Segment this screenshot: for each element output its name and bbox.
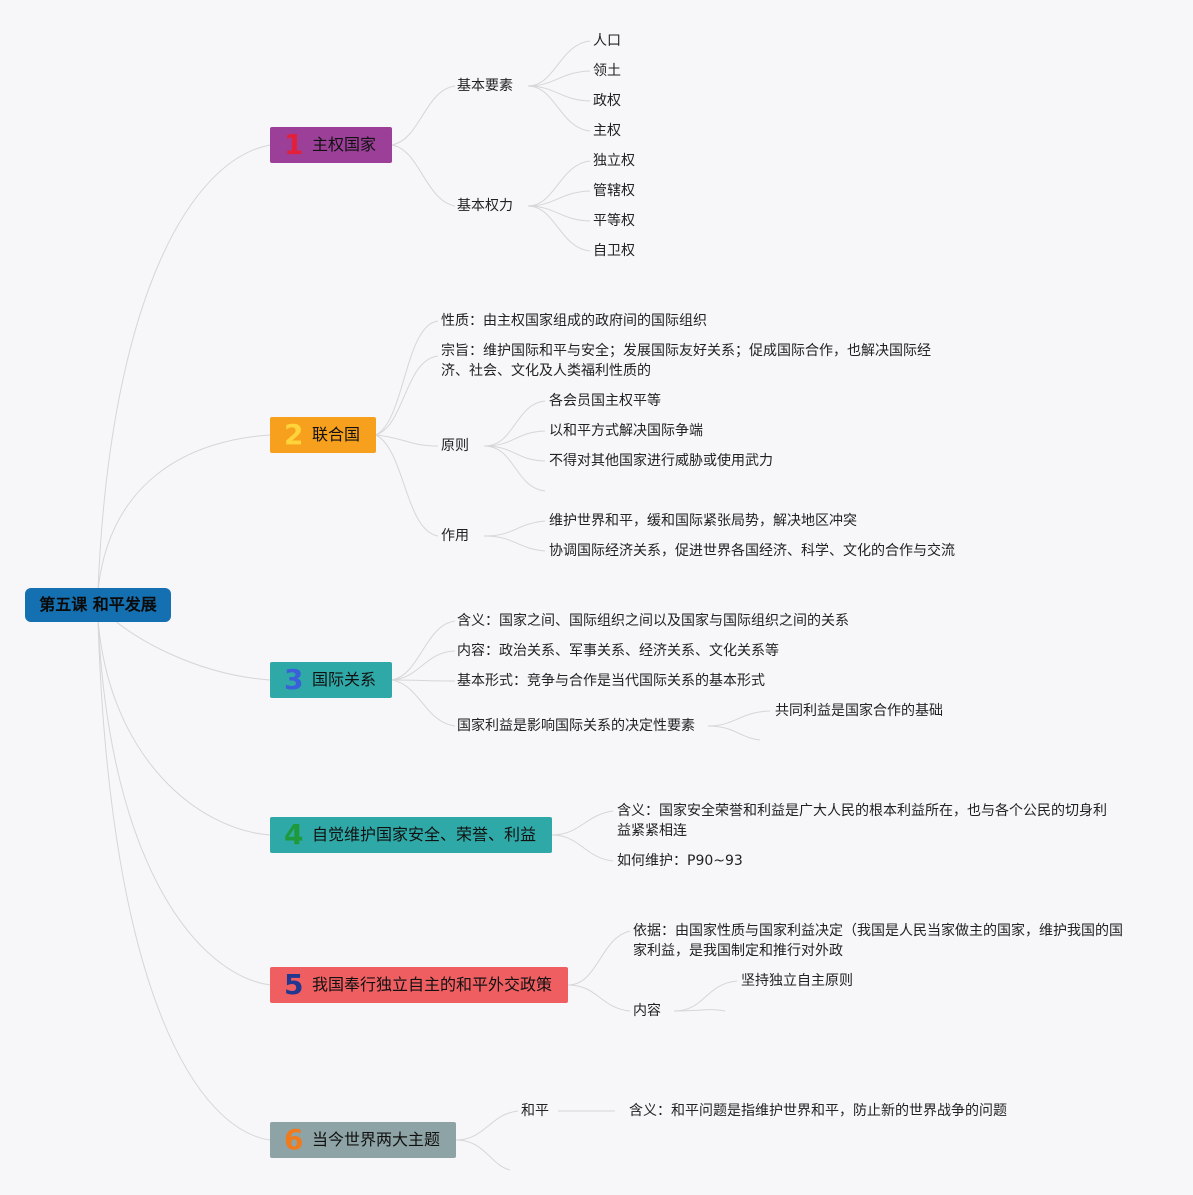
topic-label: 国际关系 xyxy=(312,670,377,689)
node-security-meaning[interactable]: 含义：国家安全荣誉和利益是广大人民的根本利益所在，也与各个公民的切身利益紧紧相连 xyxy=(617,803,1107,839)
topic-label: 联合国 xyxy=(312,425,361,444)
node-ir-common-interest[interactable]: 共同利益是国家合作的基础 xyxy=(775,703,943,719)
node-role-economy[interactable]: 协调国际经济关系，促进世界各国经济、科学、文化的合作与交流 xyxy=(549,543,955,559)
node-jurisdiction-right[interactable]: 管辖权 xyxy=(593,183,635,199)
node-un-nature[interactable]: 性质：由主权国家组成的政府间的国际组织 xyxy=(441,313,707,329)
topic-united-nations[interactable]: 2 联合国 xyxy=(270,417,376,453)
node-basic-elements[interactable]: 基本要素 xyxy=(457,78,513,94)
node-ir-interest[interactable]: 国家利益是影响国际关系的决定性要素 xyxy=(457,718,695,734)
topic-foreign-policy[interactable]: 5 我国奉行独立自主的和平外交政策 xyxy=(270,967,568,1003)
topic-label: 自觉维护国家安全、荣誉、利益 xyxy=(312,825,537,844)
node-self-defense-right[interactable]: 自卫权 xyxy=(593,243,635,259)
node-peace[interactable]: 和平 xyxy=(521,1103,549,1119)
node-un-purpose[interactable]: 宗旨：维护国际和平与安全；发展国际友好关系；促成国际合作，也解决国际经济、社会、… xyxy=(441,343,931,379)
topic-number: 6 xyxy=(284,1123,304,1156)
topic-international-relations[interactable]: 3 国际关系 xyxy=(270,662,392,698)
node-principle-peaceful[interactable]: 以和平方式解决国际争端 xyxy=(549,423,703,439)
root-topic[interactable]: 第五课 和平发展 xyxy=(25,588,171,622)
topic-label: 我国奉行独立自主的和平外交政策 xyxy=(312,975,553,994)
node-ir-form[interactable]: 基本形式：竞争与合作是当代国际关系的基本形式 xyxy=(457,673,765,689)
node-ir-content[interactable]: 内容：政治关系、军事关系、经济关系、文化关系等 xyxy=(457,643,779,659)
node-independence-right[interactable]: 独立权 xyxy=(593,153,635,169)
node-policy-independence[interactable]: 坚持独立自主原则 xyxy=(741,973,853,989)
node-security-how[interactable]: 如何维护：P90~93 xyxy=(617,853,743,869)
node-policy-content[interactable]: 内容 xyxy=(633,1003,661,1019)
node-principle-equality[interactable]: 各会员国主权平等 xyxy=(549,393,661,409)
topic-number: 3 xyxy=(284,663,304,696)
node-regime[interactable]: 政权 xyxy=(593,93,621,109)
topic-number: 5 xyxy=(284,968,304,1001)
node-territory[interactable]: 领土 xyxy=(593,63,621,79)
node-un-role[interactable]: 作用 xyxy=(441,528,469,544)
node-equality-right[interactable]: 平等权 xyxy=(593,213,635,229)
topic-number: 4 xyxy=(284,818,304,851)
topic-sovereign-state[interactable]: 1 主权国家 xyxy=(270,127,392,163)
node-peace-meaning[interactable]: 含义：和平问题是指维护世界和平，防止新的世界战争的问题 xyxy=(629,1103,1007,1119)
node-sovereignty[interactable]: 主权 xyxy=(593,123,621,139)
topic-world-themes[interactable]: 6 当今世界两大主题 xyxy=(270,1122,456,1158)
topic-number: 1 xyxy=(284,128,304,161)
node-population[interactable]: 人口 xyxy=(593,33,621,49)
topic-national-security[interactable]: 4 自觉维护国家安全、荣誉、利益 xyxy=(270,817,552,853)
topic-label: 当今世界两大主题 xyxy=(312,1130,441,1149)
node-role-peace[interactable]: 维护世界和平，缓和国际紧张局势，解决地区冲突 xyxy=(549,513,857,529)
node-ir-meaning[interactable]: 含义：国家之间、国际组织之间以及国家与国际组织之间的关系 xyxy=(457,613,849,629)
topic-number: 2 xyxy=(284,418,304,451)
topic-label: 主权国家 xyxy=(312,135,377,154)
node-policy-basis[interactable]: 依据：由国家性质与国家利益决定（我国是人民当家做主的国家，维护我国的国家利益，是… xyxy=(633,923,1123,959)
node-basic-powers[interactable]: 基本权力 xyxy=(457,198,513,214)
node-un-principles[interactable]: 原则 xyxy=(441,438,469,454)
node-principle-no-force[interactable]: 不得对其他国家进行威胁或使用武力 xyxy=(549,453,773,469)
